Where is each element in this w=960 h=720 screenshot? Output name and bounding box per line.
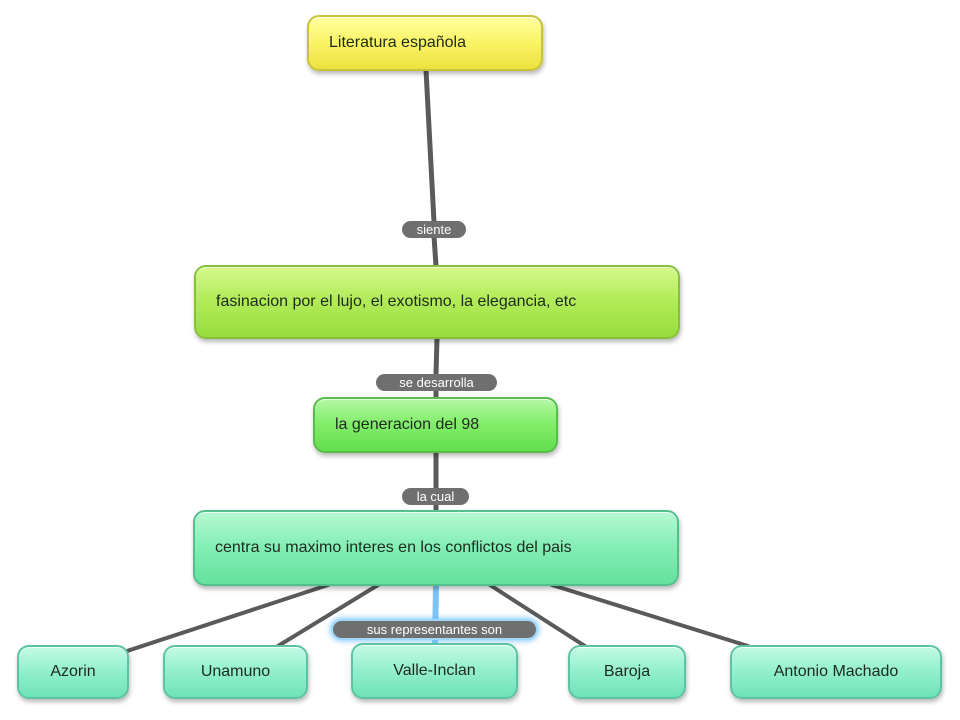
concept-node-baroja-text: Baroja [603,663,651,680]
concept-node-conflictos[interactable]: centra su maximo interes en los conflict… [193,510,679,586]
concept-node-antonio-machado-text: Antonio Machado [773,663,899,680]
link-label-sus-representantes-son[interactable]: sus representantes son [333,621,536,638]
link-label-se-desarrolla[interactable]: se desarrolla [376,374,497,391]
concept-node-azorin[interactable]: Azorin [17,645,129,699]
concept-node-valle-inclan[interactable]: Valle-Inclan [351,643,518,699]
connector-to-antonio-machado [550,583,750,648]
connector-node1-to-desarrolla [433,335,440,377]
concept-node-root-text: Literatura española [329,34,466,51]
concept-node-generacion-98[interactable]: la generacion del 98 [313,397,558,453]
connector-to-unamuno [276,583,380,648]
connector-root-to-siente [423,67,437,225]
concept-node-root[interactable]: Literatura española [307,15,543,71]
connector-siente-to-node1 [431,233,439,269]
concept-node-unamuno[interactable]: Unamuno [163,645,308,699]
concept-node-fascination-text: fasinacion por el lujo, el exotismo, la … [216,293,577,310]
concept-node-antonio-machado[interactable]: Antonio Machado [730,645,942,699]
concept-node-azorin-text: Azorin [50,663,96,680]
link-label-sus-representantes-son-text: sus representantes son [366,622,503,637]
link-label-siente-text: siente [416,222,452,237]
concept-node-unamuno-text: Unamuno [200,663,271,680]
concept-node-conflictos-text: centra su maximo interes en los conflict… [215,539,572,556]
link-label-siente[interactable]: siente [402,221,466,238]
concept-node-generacion-98-text: la generacion del 98 [335,416,480,433]
concept-node-valle-inclan-text: Valle-Inclan [393,662,476,679]
connector-to-azorin [122,583,330,654]
link-label-la-cual-text: la cual [416,489,455,504]
link-label-la-cual[interactable]: la cual [402,488,469,505]
concept-node-baroja[interactable]: Baroja [568,645,686,699]
link-label-se-desarrolla-text: se desarrolla [399,375,474,390]
connector-to-baroja [488,583,590,650]
concept-node-fascination[interactable]: fasinacion por el lujo, el exotismo, la … [194,265,680,339]
